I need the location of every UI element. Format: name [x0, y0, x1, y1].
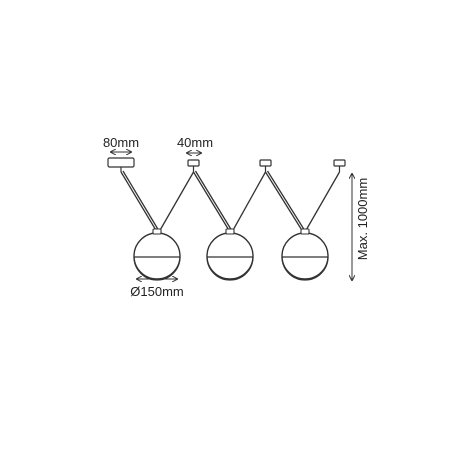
- canopy-width-label: 80mm: [103, 135, 139, 150]
- ceiling-mount-4: [333, 159, 346, 167]
- canopy-width-dimension: 80mm: [103, 135, 139, 152]
- mount-width-dimension: 40mm: [177, 135, 213, 153]
- shade-diameter-dimension: Ø150mm: [130, 279, 184, 299]
- globe-shade-3: [281, 228, 329, 281]
- mount-drops: [120, 166, 341, 172]
- shade-diameter-label: Ø150mm: [130, 284, 183, 299]
- mount-width-label: 40mm: [177, 135, 213, 150]
- ceiling-mount-2: [187, 159, 200, 167]
- globe-shade-2: [206, 228, 254, 281]
- suspension-cables: [120, 170, 341, 233]
- ceiling-canopy: [107, 157, 135, 168]
- max-height-label: Max. 1000mm: [355, 178, 370, 260]
- max-height-dimension: Max. 1000mm: [352, 174, 370, 280]
- globe-shade-1: [133, 228, 181, 281]
- ceiling-mount-3: [259, 159, 272, 167]
